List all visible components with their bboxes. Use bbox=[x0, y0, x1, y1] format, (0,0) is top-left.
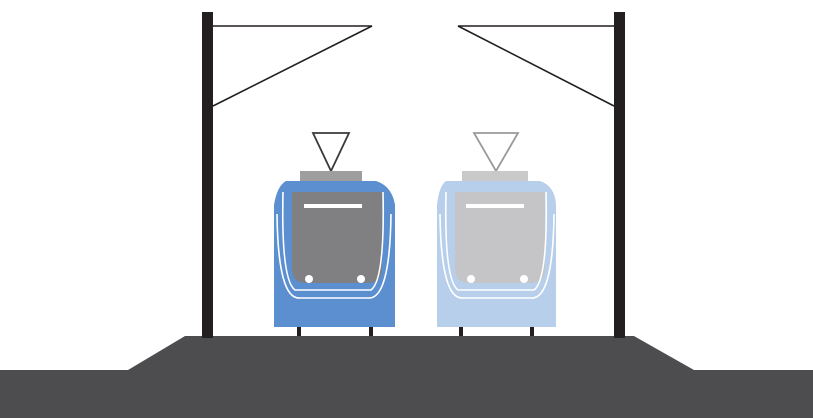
platform-ground bbox=[0, 336, 813, 418]
right-wheel bbox=[530, 327, 534, 336]
left-headlight bbox=[305, 275, 313, 283]
tram-roof bbox=[300, 171, 362, 181]
tram-roof bbox=[462, 171, 528, 181]
pantograph bbox=[313, 133, 349, 171]
destination-sign bbox=[304, 204, 362, 208]
pantograph bbox=[474, 133, 518, 171]
left-pole-mast bbox=[202, 12, 213, 338]
left-tram bbox=[274, 133, 395, 336]
destination-sign bbox=[466, 204, 524, 208]
right-headlight bbox=[357, 275, 365, 283]
right-wheel bbox=[369, 327, 373, 336]
left-wheel bbox=[297, 327, 301, 336]
right-pole-wire bbox=[458, 26, 614, 106]
right-tram bbox=[437, 133, 556, 336]
left-wheel bbox=[459, 327, 463, 336]
right-headlight bbox=[520, 275, 528, 283]
right-pole-mast bbox=[614, 12, 625, 338]
left-headlight bbox=[467, 275, 475, 283]
left-pole-wire bbox=[213, 26, 372, 106]
